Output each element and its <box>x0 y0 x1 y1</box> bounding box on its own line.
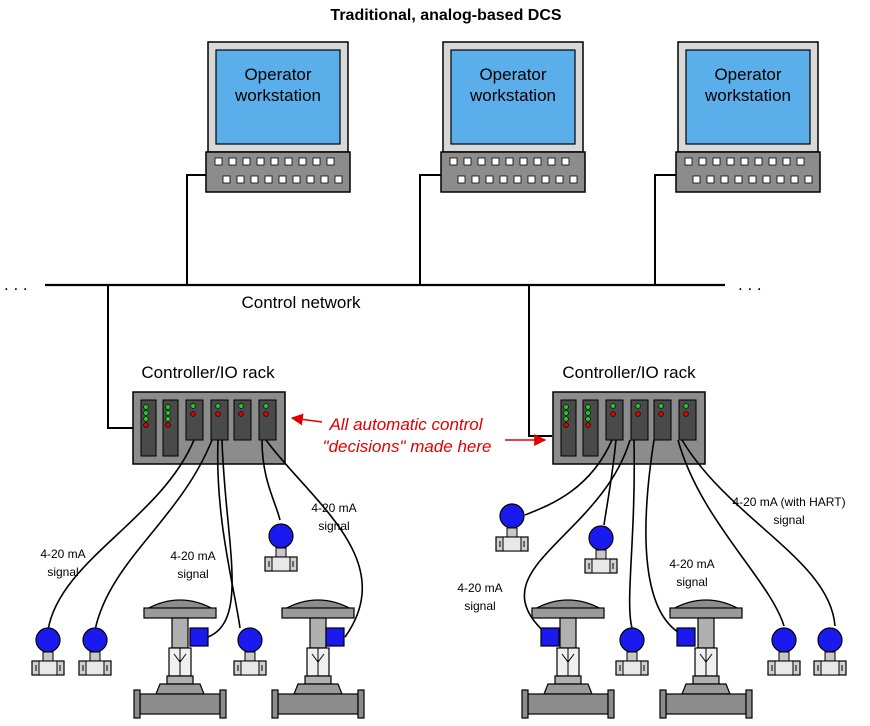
annotation-arrow-left <box>290 413 323 426</box>
transmitter-icon <box>615 627 649 676</box>
transmitter-icon <box>233 627 267 676</box>
signal-label: 4-20 mA <box>170 549 215 563</box>
ellipsis-left: . . . <box>4 275 28 294</box>
control-valve-icon <box>271 599 365 719</box>
signal-label: signal <box>47 565 78 579</box>
network-label: Control network <box>241 293 361 312</box>
signal-cables-right <box>523 439 836 638</box>
workstation-label: Operator <box>714 65 781 84</box>
valve-positioner-icon <box>676 627 696 647</box>
transmitter-icon <box>767 627 801 676</box>
transmitter-icon <box>495 503 529 552</box>
workstation-label: workstation <box>234 86 321 105</box>
valve-positioner-icon <box>540 627 560 647</box>
controller-rack-left: Controller/IO rack <box>132 363 286 465</box>
signal-cables-left <box>47 439 364 638</box>
signal-label: 4-20 mA <box>311 501 356 515</box>
annotation-line-1: All automatic control <box>328 415 483 434</box>
signal-labels: 4-20 mA signal 4-20 mA signal 4-20 mA si… <box>40 495 845 613</box>
transmitter-icon <box>78 627 112 676</box>
workstation-label: workstation <box>704 86 791 105</box>
workstation-label: workstation <box>469 86 556 105</box>
workstation-network-links <box>186 174 676 285</box>
operator-workstation-3: Operator workstation <box>675 41 821 193</box>
valve-positioner-icon <box>189 627 209 647</box>
signal-label: 4-20 mA (with HART) <box>732 495 845 509</box>
control-valve-icon <box>659 599 753 719</box>
signal-label: signal <box>773 513 804 527</box>
signal-label: signal <box>177 567 208 581</box>
controller-rack-right: Controller/IO rack <box>552 363 706 465</box>
workstation-label: Operator <box>244 65 311 84</box>
control-valve-icon <box>521 599 615 719</box>
control-valve-icon <box>133 599 227 719</box>
signal-label: signal <box>464 599 495 613</box>
valve-positioner-icon <box>325 627 345 647</box>
annotation-line-2: "decisions" made here <box>323 437 492 456</box>
operator-workstation-1: Operator workstation <box>205 41 351 193</box>
signal-label: signal <box>318 519 349 533</box>
signal-label: 4-20 mA <box>669 557 714 571</box>
operator-workstation-2: Operator workstation <box>440 41 586 193</box>
transmitter-icon <box>264 523 298 572</box>
field-devices-left <box>31 523 365 719</box>
diagram-title: Traditional, analog-based DCS <box>330 7 561 24</box>
transmitter-icon <box>813 627 847 676</box>
signal-label: signal <box>676 575 707 589</box>
field-devices-right <box>495 503 847 719</box>
signal-label: 4-20 mA <box>457 581 502 595</box>
signal-label: 4-20 mA <box>40 547 85 561</box>
rack-label: Controller/IO rack <box>141 363 275 382</box>
ellipsis-right: . . . <box>738 275 762 294</box>
transmitter-icon <box>31 627 65 676</box>
workstation-label: Operator <box>479 65 546 84</box>
transmitter-icon <box>584 525 618 574</box>
rack-label: Controller/IO rack <box>562 363 696 382</box>
